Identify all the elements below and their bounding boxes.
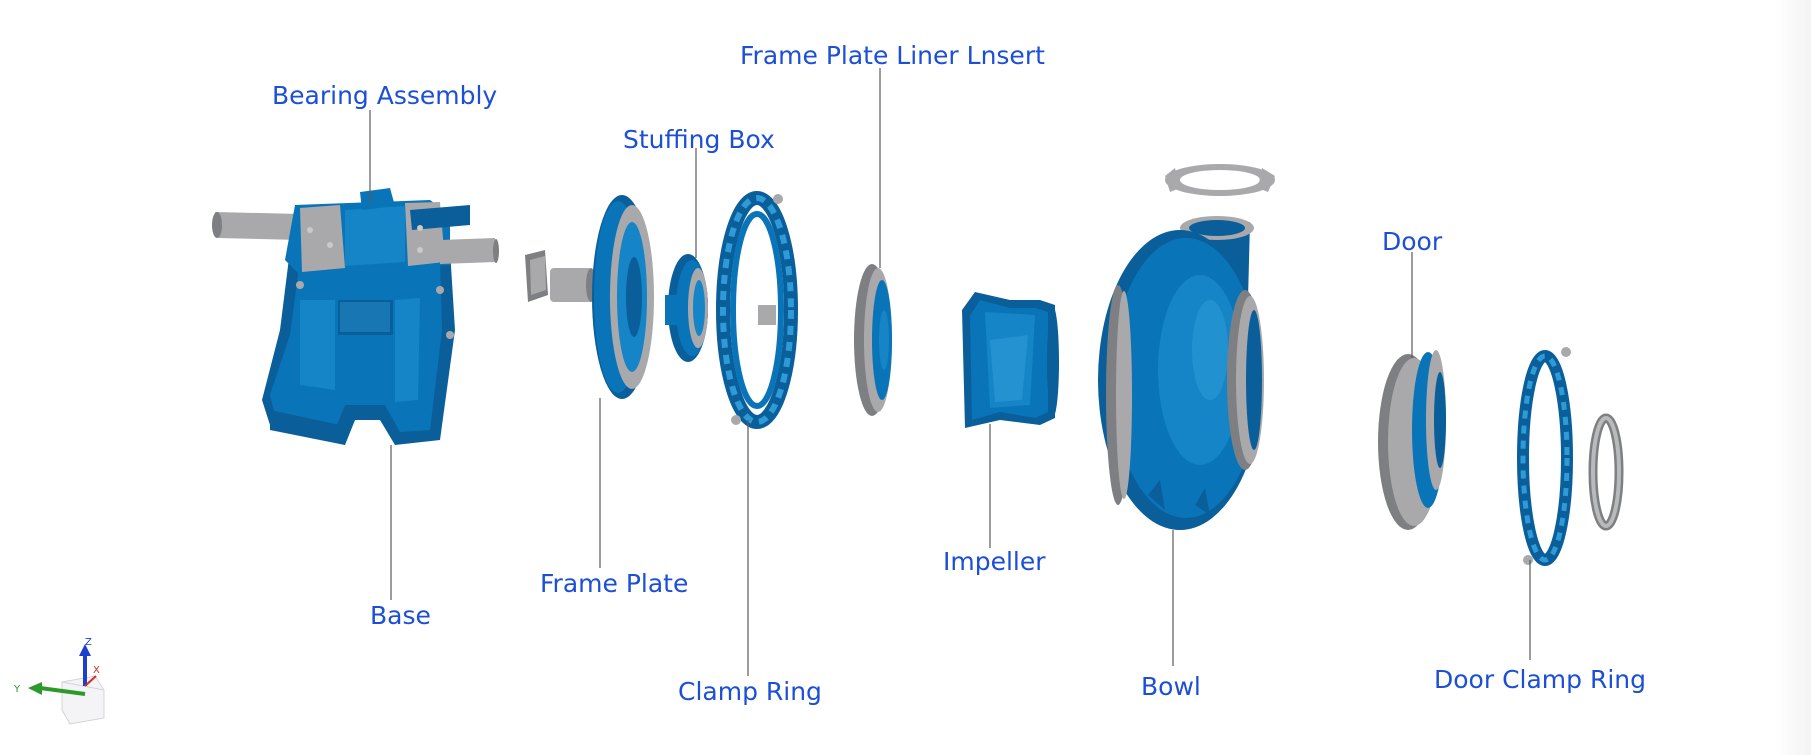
stuffing-box-part — [665, 254, 708, 362]
label-bowl: Bowl — [1141, 672, 1201, 701]
door-part — [1378, 350, 1446, 530]
label-stuffing-box: Stuffing Box — [623, 125, 775, 154]
label-door: Door — [1382, 227, 1443, 256]
seal-ring-part — [1588, 413, 1624, 531]
x-axis-arrow — [84, 675, 97, 687]
clamp-ring-part — [716, 191, 798, 429]
label-frame-plate-liner-insert: Frame Plate Liner Lnsert — [740, 41, 1045, 70]
bearing-assembly-part — [212, 188, 499, 275]
z-axis-label: Z — [85, 637, 92, 648]
axis-triad[interactable]: Z X Y — [13, 637, 105, 725]
z-axis-arrowhead — [79, 644, 91, 656]
label-door-clamp-ring: Door Clamp Ring — [1434, 665, 1646, 694]
label-impeller: Impeller — [943, 547, 1046, 576]
y-axis-arrow — [39, 686, 86, 696]
label-base: Base — [370, 601, 431, 630]
label-clamp-ring: Clamp Ring — [678, 677, 822, 706]
label-frame-plate: Frame Plate — [540, 569, 688, 598]
frame-plate-part — [592, 195, 654, 399]
base-part — [262, 238, 455, 445]
y-axis-arrowhead — [28, 682, 42, 695]
viewport-edge-shade — [1775, 0, 1811, 755]
door-clamp-ring-part — [1517, 347, 1573, 566]
frame-plate-liner-insert-part — [854, 264, 892, 416]
bowl-part — [1098, 164, 1275, 530]
impeller-part — [962, 292, 1059, 428]
label-bearing-assembly: Bearing Assembly — [272, 81, 497, 110]
x-axis-label: X — [93, 665, 100, 676]
shaft-sleeve-part — [525, 250, 596, 302]
y-axis-label: Y — [13, 684, 21, 695]
